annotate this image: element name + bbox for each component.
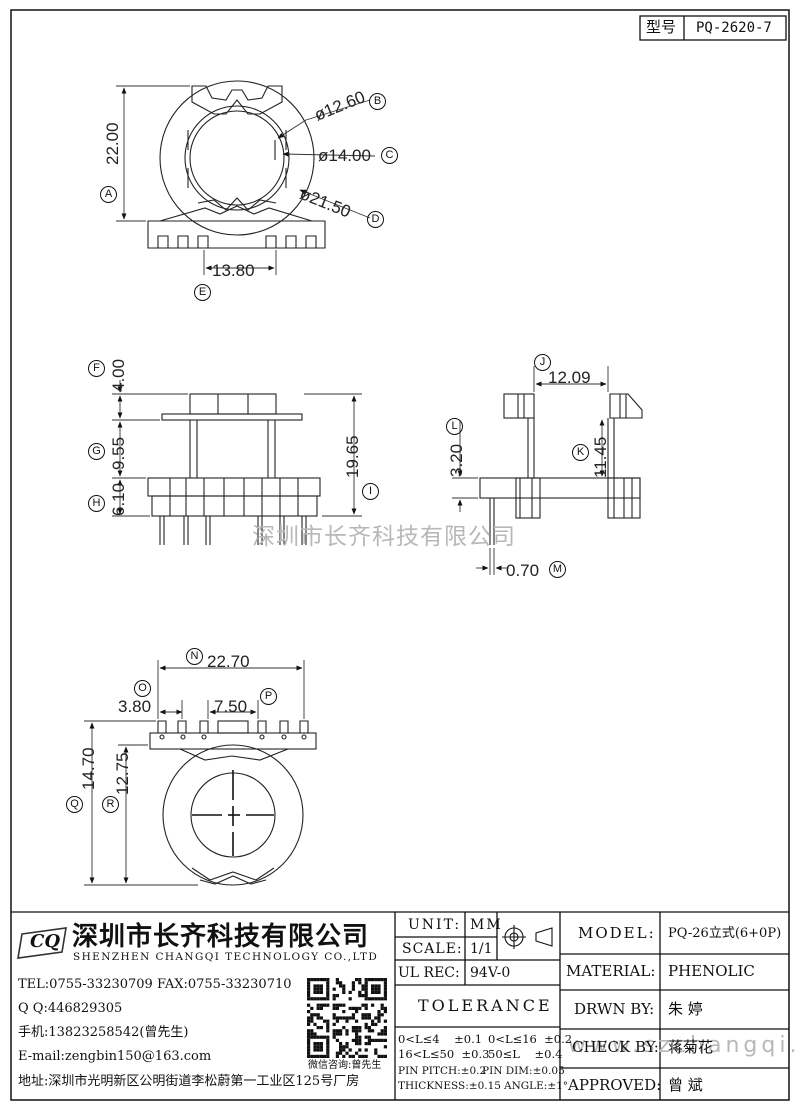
dim-Q-marker: Q (66, 796, 83, 813)
part-header-box (639, 15, 787, 41)
tol-row2-a: 16<L≤50 ±0.3 (398, 1047, 490, 1061)
dim-I-marker: I (362, 483, 379, 500)
drawn-by-label: DRWN BY: (574, 1000, 655, 1018)
company-address: 地址:深圳市光明新区公明街道李松蔚第一工业区125号厂房 (18, 1074, 360, 1089)
tol-row4-a: THICKNESS:±0.15 (398, 1080, 501, 1092)
dim-D-marker: D (367, 211, 384, 228)
company-name-cn: 深圳市长齐科技有限公司 (72, 922, 370, 952)
dim-E-marker: E (194, 284, 211, 301)
dim-R-marker: R (102, 796, 119, 813)
material-label: MATERIAL: (566, 962, 656, 980)
watermark-website: www.szchangqi.cn (568, 1033, 800, 1058)
qr-caption: 微信咨询:曾先生 (308, 1060, 382, 1071)
projection-symbol-icon (502, 925, 553, 949)
qr-code-icon (307, 978, 387, 1058)
dim-K-marker: K (572, 444, 589, 461)
ul-value: 94V-0 (470, 965, 511, 981)
drawn-by-value: 朱 婷 (668, 1000, 703, 1018)
dim-O-value: 3.80 (118, 697, 152, 716)
company-logo-icon (17, 927, 67, 959)
tol-row1-b: 0<L≤16 ±0.2 (488, 1032, 573, 1046)
sheet-border (10, 9, 790, 1101)
approved-by-value: 曾 斌 (668, 1076, 703, 1094)
dim-P-value: 7.50 (214, 697, 248, 716)
tol-row2-b: 50≤L ±0.4 (488, 1047, 563, 1061)
front-view (147, 393, 321, 545)
title-block-lines (11, 911, 789, 1100)
part-number: PQ-2620-7 (696, 20, 772, 36)
tolerance-title: TOLERANCE (418, 996, 553, 1015)
top-view (147, 80, 326, 249)
dim-M-marker: M (549, 561, 566, 578)
dim-N-marker: N (186, 648, 203, 665)
side-view (479, 393, 643, 545)
dim-R-value: 12.75 (113, 752, 132, 795)
dim-F-marker: F (88, 360, 105, 377)
dim-A-marker: A (100, 186, 117, 203)
bottom-view-centerlines (192, 770, 274, 856)
tol-row4-b: ANGLE:±1° (504, 1080, 569, 1092)
bottom-view (149, 720, 317, 886)
dim-A-value: 22.00 (103, 122, 122, 165)
dim-J-marker: J (534, 354, 551, 371)
dim-F-value: 4.00 (109, 358, 128, 392)
tol-row1-a: 0<L≤4 ±0.1 (398, 1032, 483, 1046)
scale-value: 1/1 (470, 941, 493, 957)
material-value: PHENOLIC (668, 962, 755, 980)
scale-label: SCALE: (402, 941, 463, 957)
checked-by-value: 蒋菊花 (668, 1038, 714, 1056)
logo-text: CQ (30, 931, 61, 952)
dim-H-marker: H (88, 495, 105, 512)
dim-E-value: 13.80 (212, 261, 255, 280)
dim-K-value: 11.45 (591, 436, 610, 478)
company-mobile: 手机:13823258542(曾先生) (18, 1025, 189, 1040)
ul-label: UL REC: (398, 965, 460, 981)
dim-L-marker: L (446, 418, 463, 435)
dim-J-value: 12.09 (548, 368, 591, 387)
tol-row3-b: PIN DIM:±0.05 (482, 1065, 565, 1077)
watermark-company: 深圳市长齐科技有限公司 (252, 524, 516, 550)
dim-O-marker: O (134, 680, 151, 697)
dim-G-marker: G (88, 443, 105, 460)
dim-P-marker: P (260, 688, 277, 705)
dim-H-value: 6.10 (109, 482, 128, 516)
dim-N-value: 22.70 (207, 652, 250, 671)
front-view-dims (112, 380, 362, 517)
checked-by-label: CHECK BY: (572, 1038, 659, 1056)
dim-G-value: 9.55 (109, 436, 128, 470)
dim-M-value: 0.70 (506, 561, 540, 580)
part-header-label: 型号 (646, 18, 677, 36)
model-value: PQ-26立式(6+0P) (668, 926, 782, 941)
bottom-view-dims (84, 660, 305, 886)
approved-by-label: APPROVED: (568, 1076, 662, 1094)
dim-C-value: ø14.00 (318, 146, 371, 165)
dim-I-value: 19.65 (343, 435, 362, 478)
model-label: MODEL: (578, 924, 656, 942)
dim-Q-value: 14.70 (79, 747, 98, 790)
unit-value: MM (470, 917, 503, 933)
top-view-dims (116, 85, 376, 275)
dim-C-marker: C (381, 147, 398, 164)
dim-L-value: 3.20 (447, 443, 466, 477)
company-name-en: SHENZHEN CHANGQI TECHNOLOGY CO.,LTD (73, 951, 379, 963)
unit-label: UNIT: (408, 917, 462, 933)
company-qq: Q Q:446829305 (18, 1001, 123, 1016)
dim-B-marker: B (369, 93, 386, 110)
tol-row3-a: PIN PITCH:±0.2 (398, 1065, 487, 1077)
company-email: E-mail:zengbin150@163.com (18, 1049, 212, 1064)
company-tel-fax: TEL:0755-33230709 FAX:0755-33230710 (18, 977, 292, 992)
